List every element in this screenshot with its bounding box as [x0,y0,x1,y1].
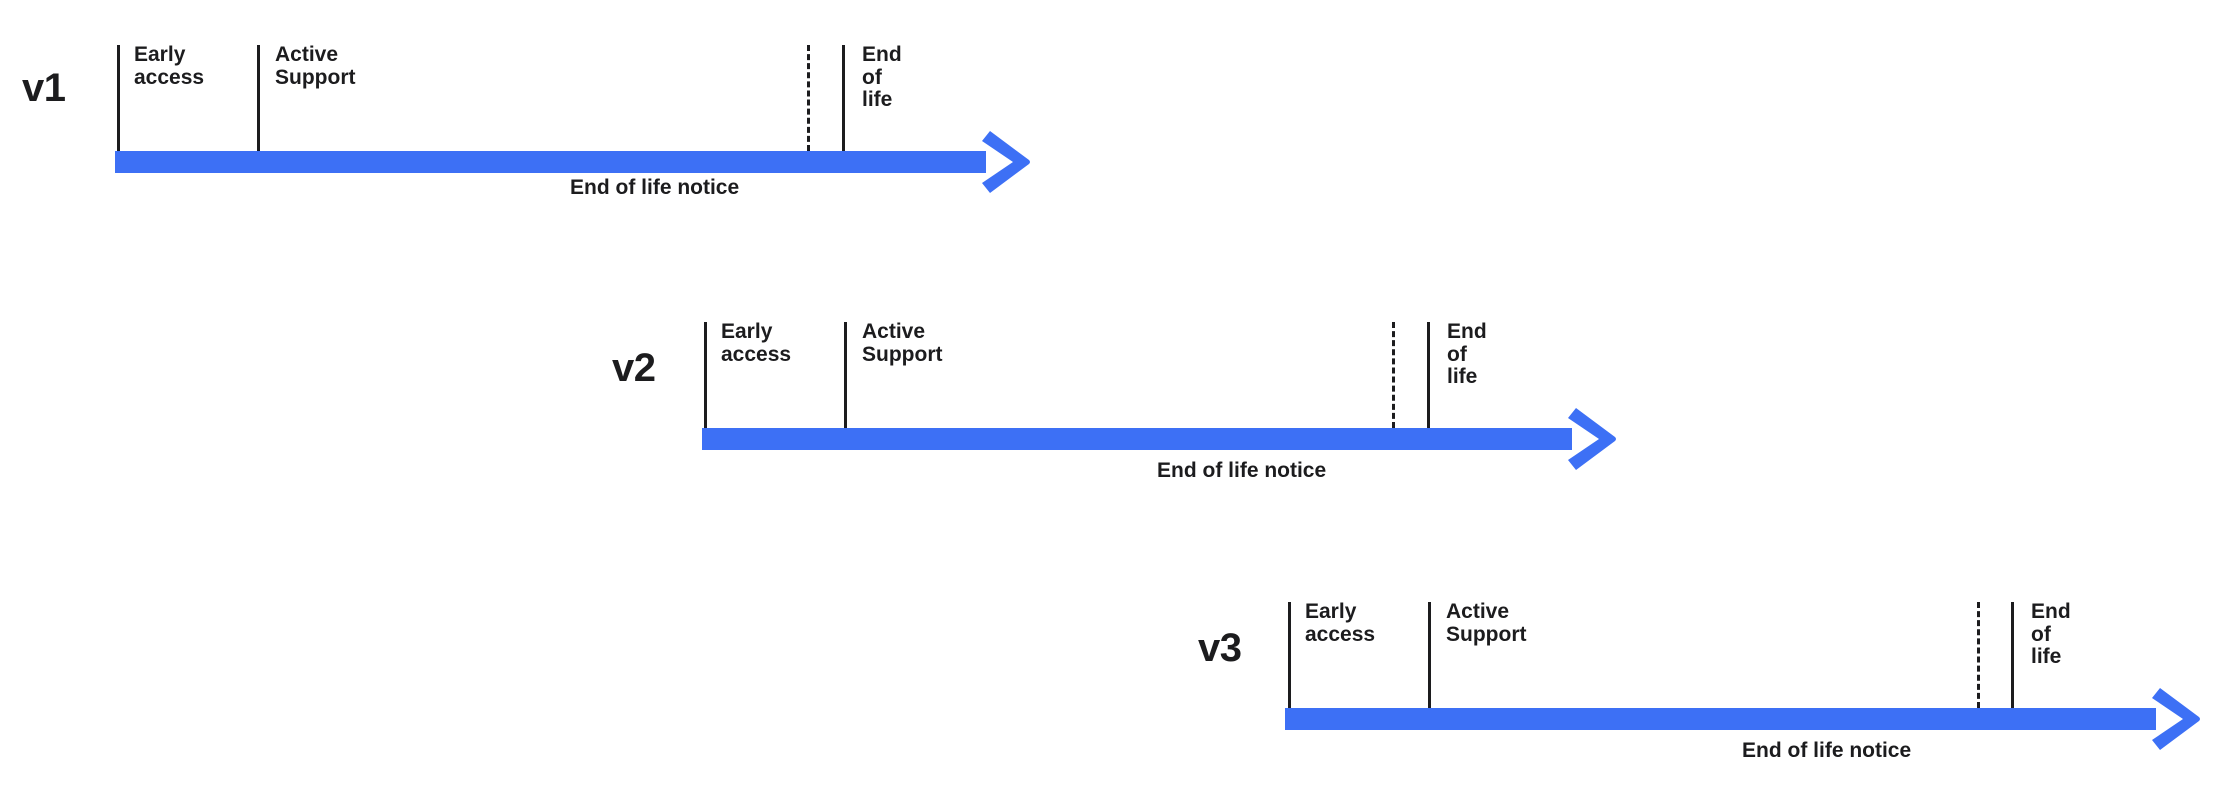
phase-label-active-support: Active Support [862,320,943,366]
early-access-start-tick [1288,602,1291,708]
active-support-start-tick [1428,602,1431,708]
active-support-start-tick [844,322,847,428]
end-of-life-notice-tick [1977,602,1980,708]
phase-label-end-of-life: End of life [2031,600,2071,669]
phase-label-end-of-life: End of life [1447,320,1487,389]
lifecycle-track-bar [702,428,1572,450]
end-of-life-start-tick [2011,602,2014,708]
phase-label-early-access: Early access [721,320,792,366]
version-label: v1 [22,66,66,110]
phase-label-early-access: Early access [134,43,205,89]
phase-label-active-support: Active Support [275,43,356,89]
phase-label-end-of-life: End of life [862,43,902,112]
end-of-life-notice-label: End of life notice [1742,739,1912,762]
phase-label-early-access: Early access [1305,600,1376,646]
end-of-life-start-tick [1427,322,1430,428]
end-of-life-start-tick [842,45,845,151]
lifecycle-track-bar [115,151,986,173]
arrow-head-icon [1567,404,1622,474]
version-label: v2 [612,346,656,390]
end-of-life-notice-tick [807,45,810,151]
end-of-life-notice-tick [1392,322,1395,428]
arrow-head-icon [2151,684,2206,754]
arrow-head-icon [981,127,1036,197]
version-label: v3 [1198,626,1242,670]
end-of-life-notice-label: End of life notice [1157,459,1327,482]
active-support-start-tick [257,45,260,151]
phase-label-active-support: Active Support [1446,600,1527,646]
end-of-life-notice-label: End of life notice [570,176,740,199]
lifecycle-track-bar [1285,708,2156,730]
early-access-start-tick [704,322,707,428]
early-access-start-tick [117,45,120,151]
